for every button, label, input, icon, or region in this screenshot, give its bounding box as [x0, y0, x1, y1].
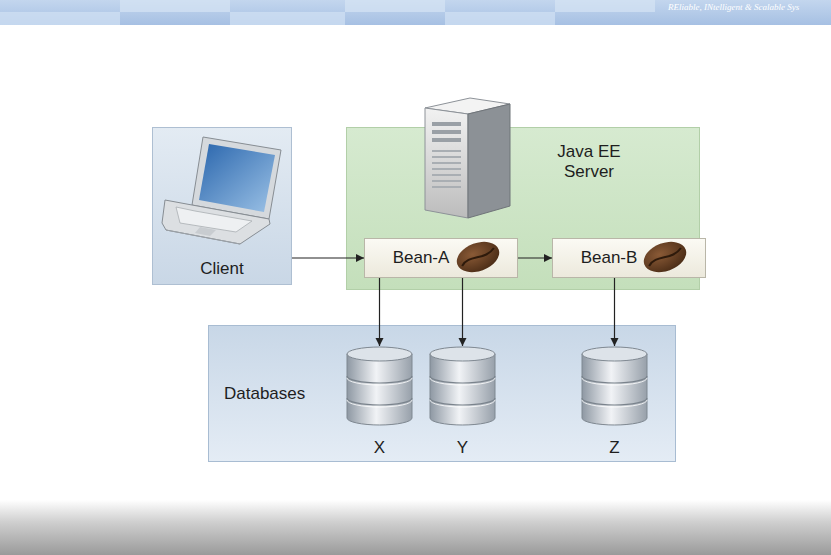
arrow-connector: [379, 278, 380, 346]
box-label: Java EE Server: [543, 142, 635, 182]
box-label: Bean-A: [375, 248, 467, 268]
arrow-connector: [292, 257, 364, 258]
box-label: Client: [200, 259, 243, 279]
box-label: Y: [457, 438, 468, 458]
bottom-band: [0, 500, 831, 555]
arrow-connector: [614, 278, 615, 346]
database-group: X Y Z Databases: [208, 325, 676, 462]
server-tower-icon: [425, 98, 510, 218]
server-container: Bean-A Bean-B Java EE Server: [346, 127, 700, 290]
box-label: Bean-B: [563, 248, 655, 268]
coffee-bean-icon: [640, 236, 691, 277]
database-node: Y: [429, 346, 496, 458]
header-tagline: REliable, INtelligent & Scalable Sys: [668, 2, 799, 13]
database-node: Z: [581, 346, 648, 458]
arrow-connector: [518, 257, 552, 258]
coffee-bean-icon: [453, 236, 504, 277]
box-label: X: [374, 438, 385, 458]
box-label: Z: [609, 438, 619, 458]
box-label: Databases: [224, 384, 305, 404]
arrow-connector: [462, 278, 463, 346]
laptop-icon: [162, 137, 281, 244]
database-node: X: [346, 346, 413, 458]
